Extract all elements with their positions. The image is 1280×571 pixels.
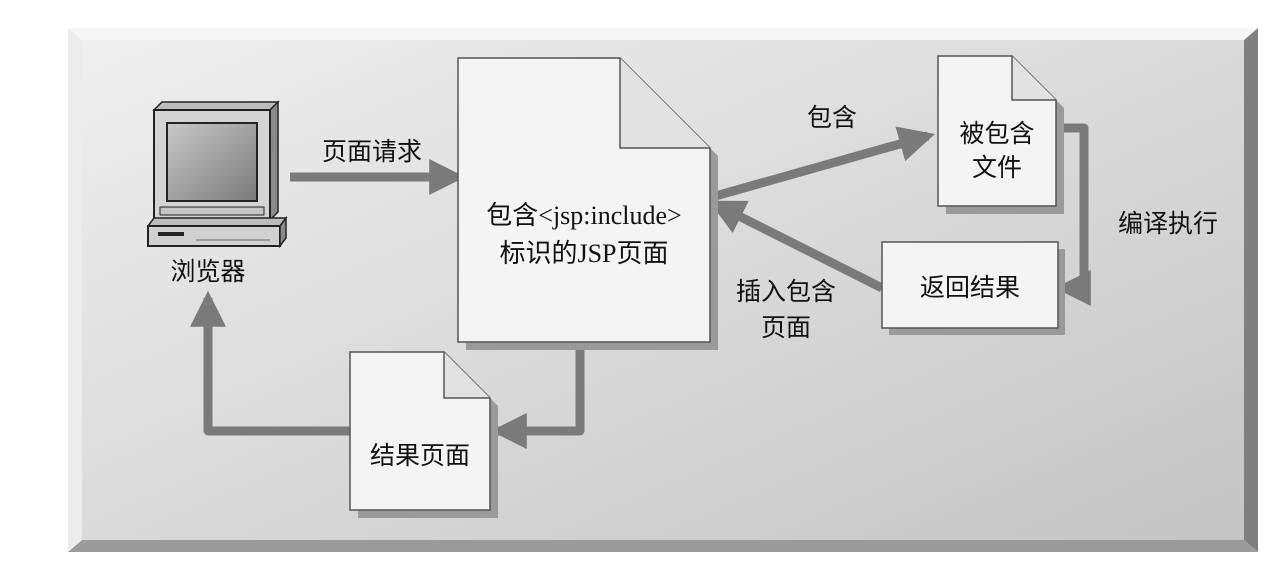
arrows (190, 123, 1091, 449)
insert-included-page-label-line1: 插入包含 (736, 277, 836, 306)
jsp-page-label-line1: 包含<jsp:include> (486, 201, 681, 230)
arrow-insert-included-page (708, 199, 885, 293)
return-result-box (881, 241, 1065, 335)
return-result-label: 返回结果 (920, 273, 1020, 302)
included-file-label-line1: 被包含 (959, 119, 1034, 148)
included-file-document (937, 55, 1064, 214)
included-file-label-line2: 文件 (972, 153, 1022, 182)
computer-monitor-icon (146, 100, 288, 249)
arrow-result-to-browser (190, 290, 350, 436)
jsp-page-document (457, 57, 718, 350)
page-request-label: 页面请求 (322, 137, 422, 166)
result-page-label: 结果页面 (370, 441, 470, 470)
include-label: 包含 (807, 103, 857, 132)
arrow-compile-execute (1054, 123, 1091, 306)
result-page-document (349, 351, 498, 518)
insert-included-page-label-line2: 页面 (761, 313, 811, 342)
jsp-page-label-line2: 标识的JSP页面 (499, 239, 668, 268)
compile-execute-label: 编译执行 (1118, 209, 1218, 238)
arrow-to-result-page (490, 340, 585, 449)
arrow-include (710, 126, 935, 202)
browser-label: 浏览器 (170, 257, 245, 286)
